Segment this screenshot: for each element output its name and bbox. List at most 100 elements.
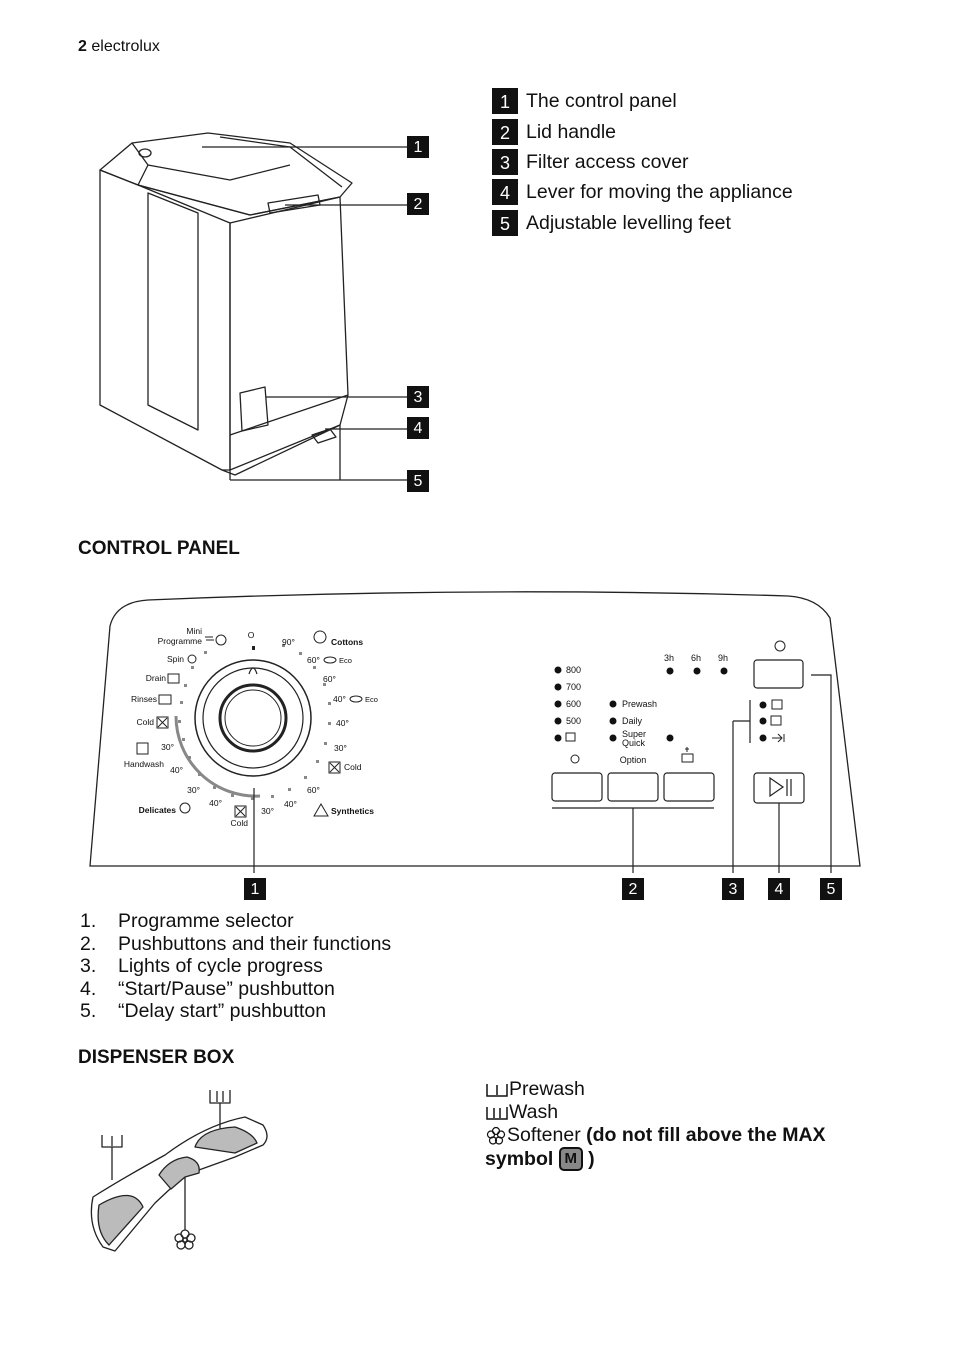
dispenser-softener: Softener (do not fill above the MAX — [485, 1124, 865, 1147]
list-label: “Start/Pause” pushbutton — [118, 977, 335, 1000]
legend-number: 4 — [492, 179, 518, 205]
label-handwash: Handwash — [124, 759, 164, 769]
legend-item-control-panel: 1 The control panel — [492, 88, 677, 114]
max-symbol-icon: M — [558, 1147, 583, 1171]
label-40b: 40° — [209, 798, 222, 808]
control-panel-diagram: Mini Programme Spin Drain Rinses Cold 30… — [89, 591, 861, 873]
spin-speed-700: 700 — [566, 682, 581, 692]
list-item: 5.“Delay start” pushbutton — [80, 1000, 391, 1023]
list-label: Pushbuttons and their functions — [118, 932, 392, 955]
panel-callout-4: 4 — [768, 878, 790, 900]
legend-label: Adjustable levelling feet — [526, 211, 731, 234]
legend-number: 1 — [492, 88, 518, 114]
label-40: 40° — [336, 718, 349, 728]
washing-machine-illustration — [99, 132, 410, 481]
label-eco-1: Eco — [339, 656, 352, 665]
label-off: O — [248, 630, 255, 640]
label-mini: Mini — [186, 626, 202, 636]
list-item: 2. Pushbuttons and their functions — [80, 933, 391, 956]
legend-item-lid-handle: 2 Lid handle — [492, 119, 616, 145]
label-rinses: Rinses — [131, 694, 157, 704]
wash-icon — [486, 1106, 508, 1120]
spin-speed-500: 500 — [566, 716, 581, 726]
option-super: Super — [622, 729, 646, 739]
list-label: “Delay start” pushbutton — [118, 1000, 327, 1023]
spin-speed-800: 800 — [566, 665, 581, 675]
label-spin: Spin — [167, 654, 184, 664]
dispenser-title: DISPENSER BOX — [78, 1047, 235, 1068]
dispenser-box-illustration — [90, 1090, 268, 1252]
softener-warning: (do not fill above the MAX — [586, 1124, 826, 1146]
delay-9h: 9h — [718, 653, 728, 663]
label-cottons: Cottons — [331, 637, 363, 647]
panel-callout-5: 5 — [820, 878, 842, 900]
option-button-label: Option — [620, 755, 647, 765]
wash-label: Wash — [509, 1101, 559, 1123]
label-90: 90° — [282, 637, 295, 647]
appliance-callout-1: 1 — [407, 136, 429, 158]
list-number: 2. — [80, 932, 97, 955]
list-number: 1. — [80, 910, 97, 932]
list-label: Lights of cycle progress — [118, 955, 323, 978]
legend-item-lever: 4 Lever for moving the appliance — [492, 179, 793, 205]
legend-item-filter-cover: 3 Filter access cover — [492, 149, 689, 175]
list-item: 1.Programme selector — [80, 910, 391, 933]
control-panel-title: CONTROL PANEL — [78, 538, 240, 559]
dispenser-legend: Prewash Wash Softener (do not fill above… — [485, 1078, 865, 1171]
label-drain: Drain — [146, 673, 167, 683]
legend-item-feet: 5 Adjustable levelling feet — [492, 210, 731, 236]
label-cold: Cold — [137, 717, 155, 727]
rinse-button[interactable] — [663, 772, 715, 802]
close-paren: ) — [588, 1147, 595, 1170]
label-40: 40° — [170, 765, 183, 775]
option-daily: Daily — [622, 716, 643, 726]
appliance-callout-5: 5 — [407, 470, 429, 492]
spin-button[interactable] — [551, 772, 603, 802]
label-30c: 30° — [261, 806, 274, 816]
option-button[interactable] — [607, 772, 659, 802]
label-synthetics: Synthetics — [331, 806, 374, 816]
page-header: 2 electrolux — [78, 38, 160, 56]
legend-label: Filter access cover — [526, 150, 689, 173]
legend-label: Lever for moving the appliance — [526, 180, 793, 203]
prewash-label: Prewash — [509, 1078, 585, 1100]
option-quick: Quick — [622, 738, 646, 748]
legend-label: The control panel — [526, 89, 677, 112]
label-delicates: Delicates — [139, 805, 177, 815]
list-number: 4. — [80, 977, 97, 1000]
delay-6h: 6h — [691, 653, 701, 663]
list-item: 3. Lights of cycle progress — [80, 955, 391, 978]
label-30: 30° — [161, 742, 174, 752]
softener-warning-2: symbol — [485, 1147, 554, 1170]
label-40b-right: 40° — [284, 799, 297, 809]
label-cold-bottom: Cold — [231, 818, 249, 828]
legend-number: 5 — [492, 210, 518, 236]
appliance-callout-4: 4 — [407, 417, 429, 439]
label-40eco: 40° — [333, 694, 346, 704]
label-60b: 60° — [307, 785, 320, 795]
start-pause-button[interactable] — [753, 772, 805, 804]
label-30: 30° — [334, 743, 347, 753]
label-30b: 30° — [187, 785, 200, 795]
dispenser-prewash: Prewash — [485, 1078, 865, 1101]
option-prewash: Prewash — [622, 699, 657, 709]
legend-label: Lid handle — [526, 120, 616, 143]
delay-start-button[interactable] — [753, 659, 804, 689]
list-number: 3. — [80, 955, 97, 978]
label-cold-right: Cold — [344, 762, 362, 772]
control-panel-list: 1.Programme selector 2. Pushbuttons and t… — [80, 910, 391, 1023]
label-60eco: 60° — [307, 655, 320, 665]
label-programme: Programme — [158, 636, 203, 646]
spin-speed-600: 600 — [566, 699, 581, 709]
legend-number: 3 — [492, 149, 518, 175]
legend-number: 2 — [492, 119, 518, 145]
delay-3h: 3h — [664, 653, 674, 663]
panel-callout-1: 1 — [244, 878, 266, 900]
brand-name: electrolux — [91, 38, 160, 55]
label-eco-2: Eco — [365, 695, 378, 704]
label-60: 60° — [323, 674, 336, 684]
list-item: 4. “Start/Pause” pushbutton — [80, 978, 391, 1001]
softener-flower-icon — [486, 1126, 506, 1145]
softener-label: Softener — [507, 1124, 581, 1146]
prewash-icon — [486, 1083, 508, 1097]
